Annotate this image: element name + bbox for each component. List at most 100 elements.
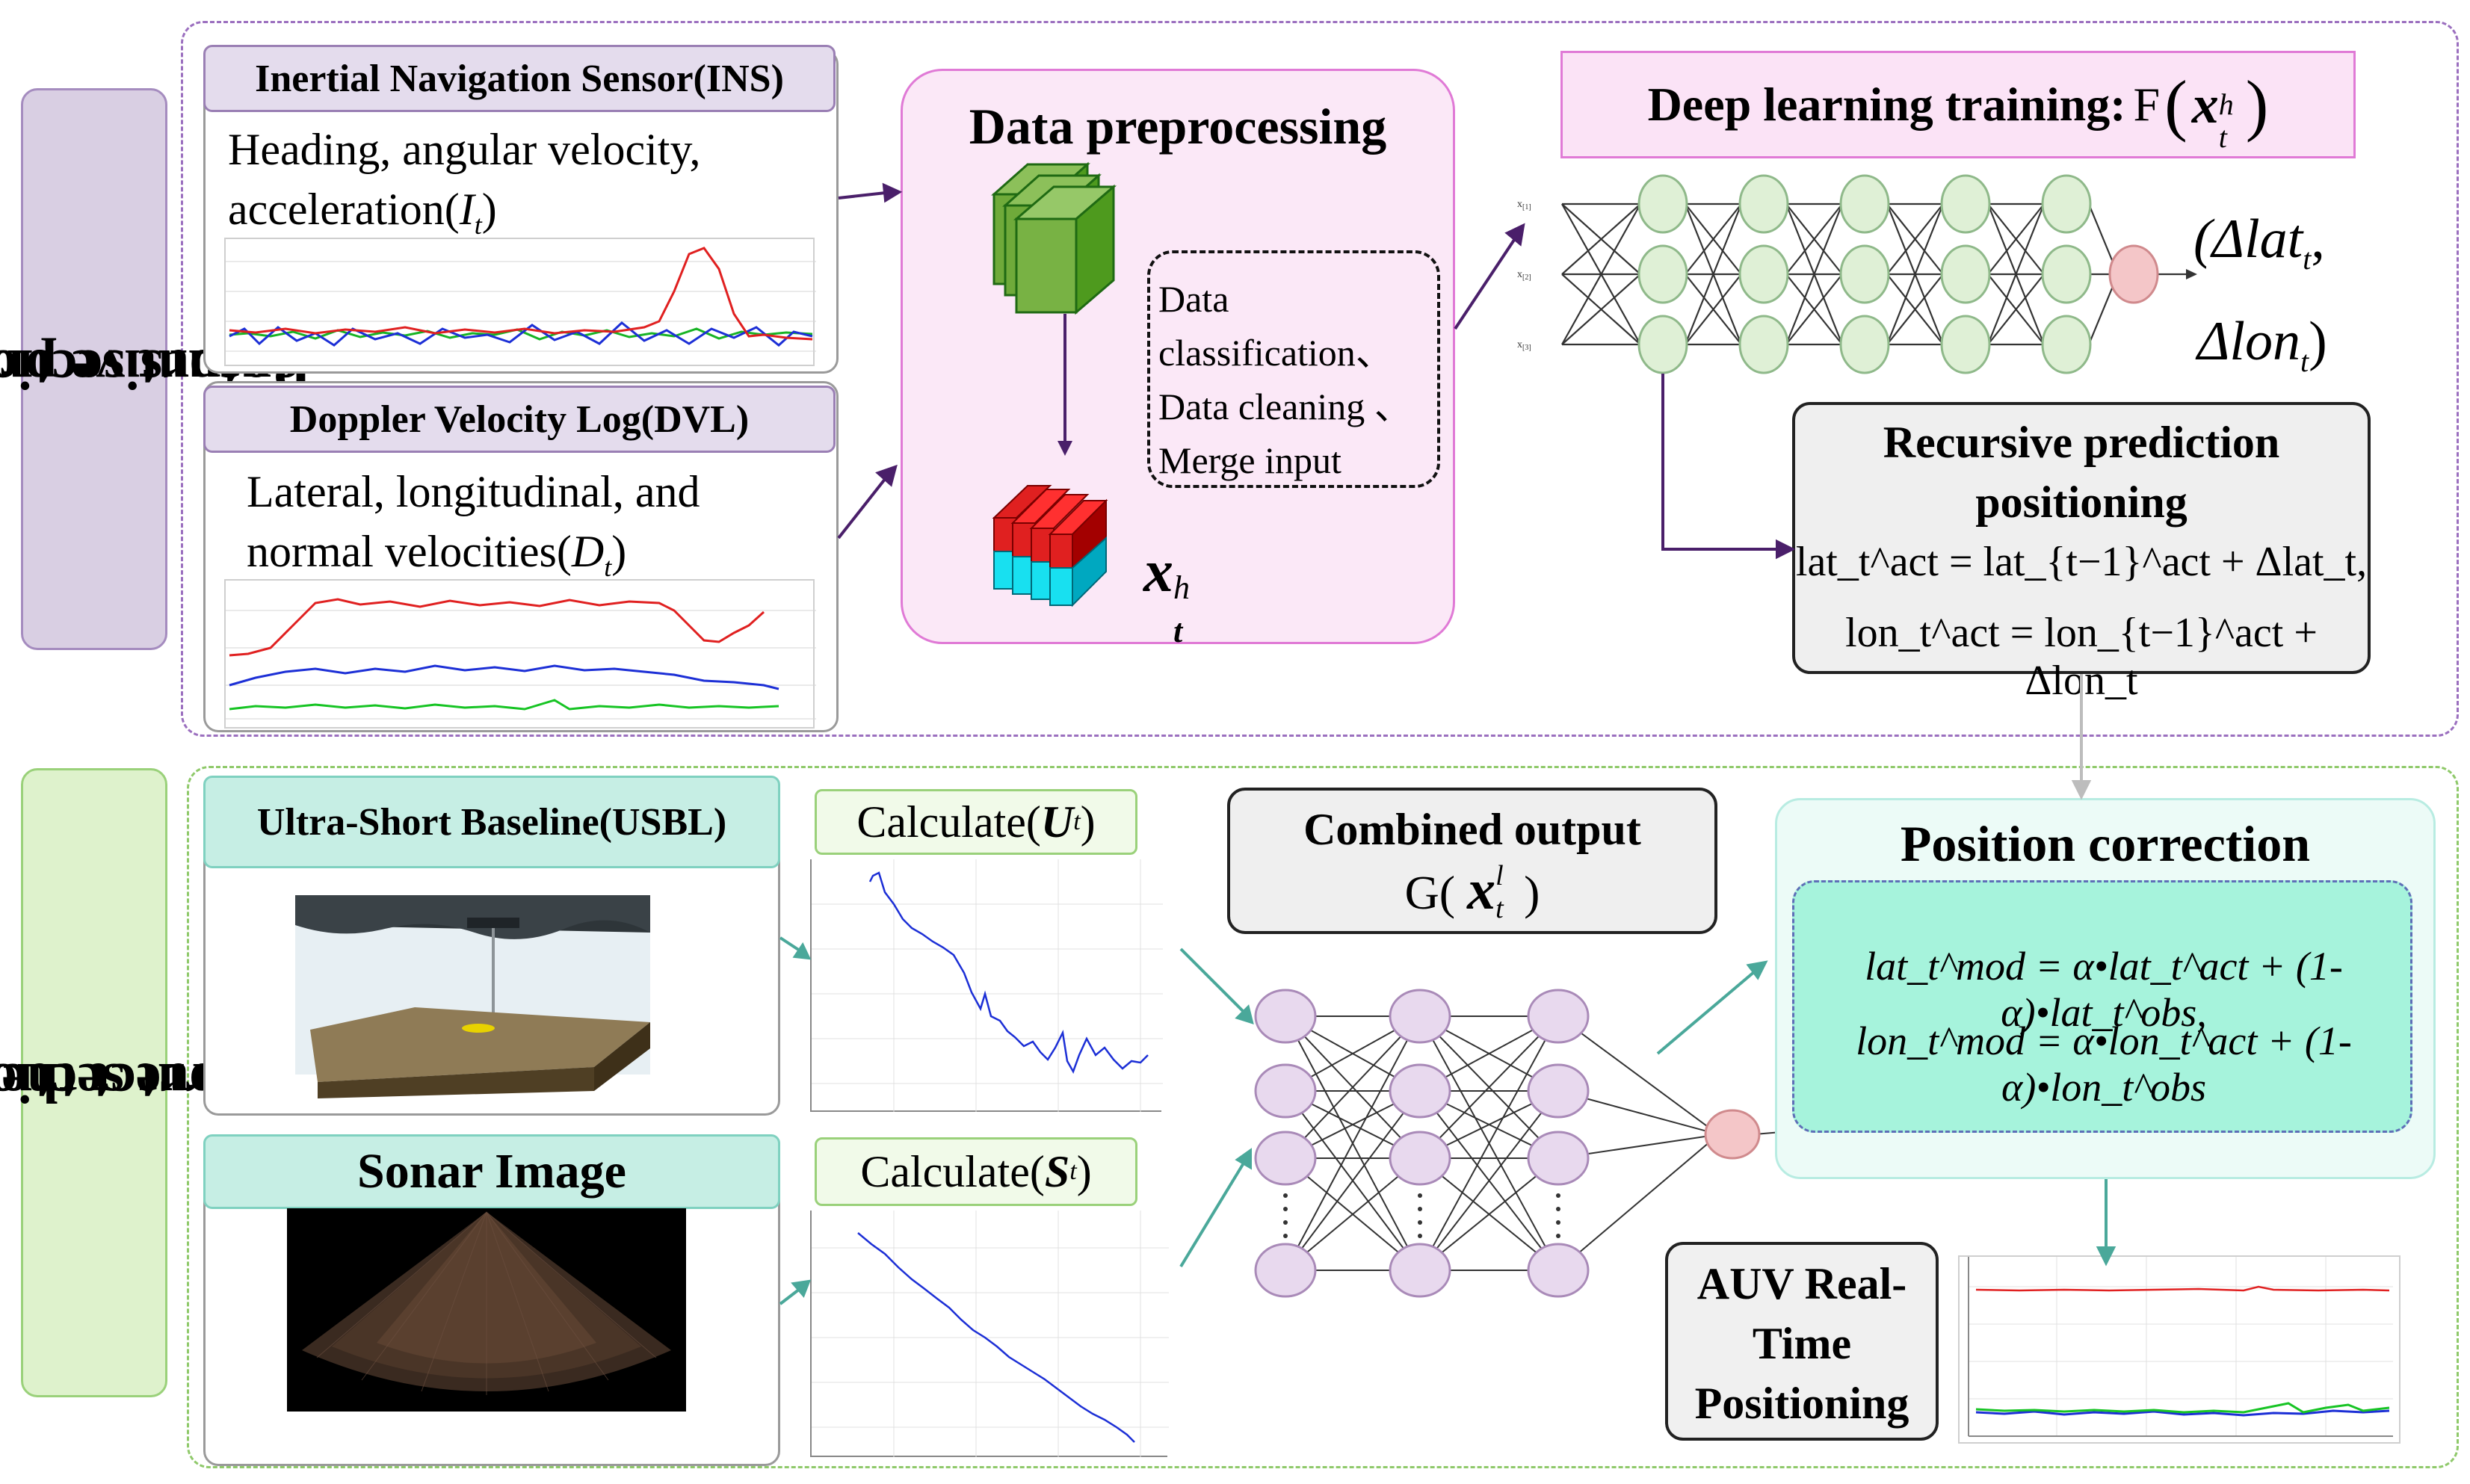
recursive-prediction-title: Recursive prediction positioning <box>1792 412 2371 532</box>
ins-desc-line2: acceleration(It) <box>228 179 826 255</box>
combined-output-title: Combined output <box>1227 804 1717 856</box>
dvl-desc-var: D <box>571 527 605 576</box>
arrow-sonar-to-calc <box>779 1287 801 1305</box>
auv-positioning-title: AUV Real- Time Positioning <box>1665 1254 1939 1433</box>
recursive-title-line2: positioning <box>1975 477 2188 527</box>
combined-network-ellipsis <box>1283 1193 1560 1238</box>
step-data-cleaning: Data cleaning 、 <box>1158 386 1412 427</box>
usbl-calculated-series <box>868 871 1149 1074</box>
delta-lon-text: Δlon <box>2197 310 2300 372</box>
side-label-recursive-prediction: Recursive predictionoutput section <box>0 88 311 650</box>
training-var-sub: t <box>2218 120 2227 154</box>
usbl-calculated-plot <box>810 859 1163 1112</box>
sonar-calculated-plot-svg <box>812 1211 1169 1457</box>
dl-output-node <box>2108 244 2159 304</box>
delta-lon-sub: t <box>2300 344 2309 378</box>
ins-desc-prefix: acceleration( <box>228 185 460 234</box>
dvl-series-blue <box>229 664 779 690</box>
step-classification: classification、 <box>1158 332 1393 374</box>
calc-s-suffix: ) <box>1076 1146 1092 1196</box>
training-func-f: F <box>2133 78 2161 131</box>
calc-s-sub: t <box>1069 1157 1077 1185</box>
dvl-sensor-plot <box>224 579 816 729</box>
dl-input-label-3: x[3] <box>1517 339 1531 352</box>
auv-title-line3: Positioning <box>1694 1379 1909 1428</box>
preprocessing-output-var: x h t <box>1143 538 1203 649</box>
delta-lat-text: (Δlat <box>2193 208 2303 270</box>
arrow-calc-s-to-network <box>1179 1160 1246 1268</box>
preprocessing-title-text: Data preprocessing <box>969 98 1387 155</box>
preprocessing-data-cubes <box>991 161 1117 607</box>
auv-positioning-plot <box>1958 1255 2400 1444</box>
ins-series-red <box>229 247 813 341</box>
combined-var-sub: t <box>1495 893 1504 924</box>
calc-u-suffix: ) <box>1080 797 1096 847</box>
auv-positioning-box <box>1665 1242 1939 1441</box>
output-var-x: x <box>1143 539 1173 605</box>
combined-network-nodes <box>1254 989 1590 1298</box>
arrow-preprocessing-to-training <box>1454 236 1517 330</box>
delta-lat: (Δlatt, <box>2193 198 2440 300</box>
auv-positioning-plot-svg <box>1968 1257 2393 1437</box>
sonar-title: Sonar Image <box>203 1134 780 1209</box>
dvl-desc-line1: Lateral, longitudinal, and <box>247 467 700 516</box>
dl-network-nodes <box>1637 174 2092 374</box>
dvl-title-text: Doppler Velocity Log(DVL) <box>289 398 750 441</box>
ins-sensor-plot-svg <box>226 247 816 352</box>
preprocessing-steps-box <box>1147 250 1440 488</box>
ins-title: Inertial Navigation Sensor(INS) <box>203 45 836 112</box>
step-data: Data <box>1158 278 1229 320</box>
combined-var-sup: l <box>1495 860 1504 891</box>
usbl-scene-image <box>295 895 650 1098</box>
dl-input-label-2: x[2] <box>1517 269 1531 282</box>
arrow-dvl-to-preprocessing <box>837 477 887 540</box>
dl-input-label-1: x[1] <box>1517 199 1531 211</box>
ins-desc-sub: t <box>474 210 482 240</box>
combined-output-network <box>1254 989 1803 1298</box>
ins-sensor-plot <box>224 238 816 366</box>
recursive-equation-1: lat_t^act = lat_{t−1}^act + Δlat_t, <box>1795 539 2368 585</box>
dvl-desc-sub: t <box>604 552 612 582</box>
recursive-prediction-box <box>1792 402 2371 674</box>
correction-equation-2: lon_t^mod = α•lon_t^act + (1-α)•lon_t^ob… <box>1856 1018 2352 1110</box>
combined-func-g: G( <box>1404 866 1456 919</box>
dvl-sensor-plot-svg <box>226 598 816 720</box>
dvl-series-red <box>229 598 765 657</box>
sonar-image <box>287 1208 686 1412</box>
usbl-title: Ultra-Short Baseline(USBL) <box>203 776 780 868</box>
preprocessing-steps: Data classification、 Data cleaning 、 Mer… <box>1158 272 1442 487</box>
step-merge-input: Merge input <box>1158 439 1341 481</box>
ins-description: Heading, angular velocity, acceleration(… <box>228 120 826 255</box>
combined-network-connections <box>1285 1015 1791 1271</box>
sonar-calculated-plot <box>810 1211 1169 1457</box>
training-var-sup: h <box>2218 87 2234 121</box>
output-var-sub: t <box>1173 613 1183 649</box>
output-var-sup: h <box>1173 569 1190 606</box>
recursive-equation-2: lon_t^act = lon_{t−1}^act + Δlon_t <box>1845 610 2318 704</box>
combined-output-node <box>1704 1109 1761 1160</box>
merged-data-cube-stack <box>992 485 1108 607</box>
training-title-text: Deep learning training: <box>1647 78 2126 131</box>
usbl-title-text: Ultra-Short Baseline(USBL) <box>256 800 727 844</box>
dvl-desc-prefix: normal velocities( <box>247 527 572 576</box>
combined-title-text: Combined output <box>1303 805 1641 854</box>
auv-title-line2: Time <box>1752 1319 1852 1368</box>
arrow-usbl-to-calc <box>779 936 801 952</box>
dvl-description: Lateral, longitudinal, and normal veloci… <box>247 462 830 597</box>
recursive-title-line1: Recursive prediction <box>1883 418 2280 467</box>
arrow-training-to-recursive <box>1661 374 1779 551</box>
recursive-prediction-section-frame <box>181 21 2459 737</box>
training-var-x: x <box>2191 74 2219 135</box>
correction-formula-box <box>1792 880 2412 1133</box>
correction-title-text: Position correction <box>1900 815 2311 872</box>
correction-section-frame <box>187 766 2459 1468</box>
correction-equation-1: lat_t^mod = α•lat_t^act + (1-α)•lat_t^ob… <box>1865 944 2343 1035</box>
deep-learning-network: x[1] x[2] x[3] <box>1517 174 2197 374</box>
calc-u-var: U <box>1040 797 1074 847</box>
dvl-title: Doppler Velocity Log(DVL) <box>203 386 836 453</box>
